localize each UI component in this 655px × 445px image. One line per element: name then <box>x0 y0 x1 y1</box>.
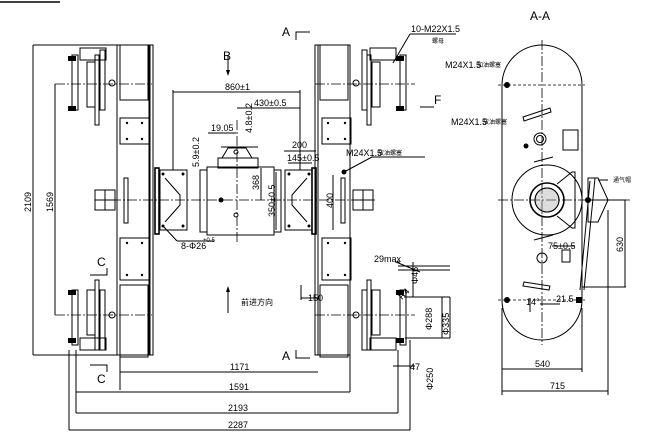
left-coupling <box>154 167 188 235</box>
plan-view <box>32 31 456 431</box>
brake-assembly-bottom-right <box>315 279 415 351</box>
right-coupling <box>284 167 317 235</box>
plug-note-2: M24X1.5 <box>451 117 487 127</box>
dim-19-05: 19.05 <box>211 123 234 133</box>
view-label-C-top: C <box>97 255 106 269</box>
dim-150: 150 <box>308 293 323 303</box>
bolt-note: 10-M22X1.5 <box>411 24 460 34</box>
plug-note-2-sub: 放油螺塞 <box>483 118 507 126</box>
leader-lines <box>162 33 456 273</box>
wheel-top-left <box>119 44 149 101</box>
holes-tolerance: +0.5 <box>203 238 216 244</box>
dim-630: 630 <box>615 237 625 252</box>
view-label-F: F <box>434 93 441 107</box>
dim-200: 200 <box>292 140 307 150</box>
dim-430: 430±0.5 <box>254 98 286 108</box>
brake-assembly-top-left <box>55 47 152 126</box>
plug-note-3-sub: 放油螺塞 <box>378 149 402 157</box>
section-view <box>498 40 630 395</box>
wheel-bottom-left <box>119 284 149 358</box>
dim-phi46: Φ46 <box>410 267 420 284</box>
dim-4-8: 4.8±0.2 <box>244 103 254 133</box>
dim-phi288: Φ288 <box>424 308 434 330</box>
dim-1171: 1171 <box>230 362 249 372</box>
plug-note-3: M24X1.5 <box>346 148 382 158</box>
section-label-A-bottom: A <box>282 349 290 363</box>
dim-29max: 29max <box>374 254 402 264</box>
dim-715: 715 <box>550 381 565 391</box>
dim-2287: 2287 <box>228 420 248 430</box>
dim-1569: 1569 <box>45 192 55 212</box>
brake-assembly-top-right <box>315 47 415 126</box>
dim-5-9: 5.9±0.2 <box>191 137 201 167</box>
holes-note: 8-Φ26 <box>181 241 206 251</box>
dim-21-5: 21.5 <box>556 294 574 304</box>
dim-400: 400 <box>325 193 335 208</box>
brake-assembly-bottom-left <box>55 279 152 351</box>
dim-phi335: Φ335 <box>441 313 451 335</box>
dim-phi250: Φ250 <box>425 368 435 390</box>
section-label-A-top: A <box>282 25 290 39</box>
center-gearbox <box>199 120 282 243</box>
vent-note: 通气帽 <box>613 176 631 184</box>
labels: A A B C C F A-A 860±1 430±0.5 19.05 4.8±… <box>23 9 631 430</box>
plug-note-1: M24X1.5 <box>445 60 481 70</box>
dim-350: 350±0.5 <box>267 185 277 217</box>
dim-540: 540 <box>535 359 550 369</box>
dim-1591: 1591 <box>229 382 249 392</box>
wheel-bottom-right <box>319 284 349 358</box>
view-label-C-bottom: C <box>97 372 106 386</box>
dim-47: 47 <box>410 362 420 372</box>
cover-plates <box>119 117 352 281</box>
dim-145: 145±0.5 <box>287 153 319 163</box>
dim-r4: R4 <box>396 286 411 301</box>
forward-direction-label: 前进方向 <box>241 297 273 307</box>
section-title: A-A <box>530 9 550 23</box>
plug-note-1-sub: 加油螺塞 <box>477 61 501 69</box>
dim-angle-14: 14° <box>526 297 540 307</box>
dim-2193: 2193 <box>228 403 248 413</box>
plan-dimension-lines <box>32 44 411 431</box>
dim-368: 368 <box>251 175 261 190</box>
bolt-note-sub: 螺母 <box>432 37 444 45</box>
dim-2109: 2109 <box>23 192 33 212</box>
view-label-B: B <box>223 49 231 63</box>
wheel-top-right <box>319 44 349 101</box>
dim-860: 860±1 <box>225 82 250 92</box>
dim-75: 75±0.5 <box>548 241 575 251</box>
section-markers <box>90 31 434 372</box>
